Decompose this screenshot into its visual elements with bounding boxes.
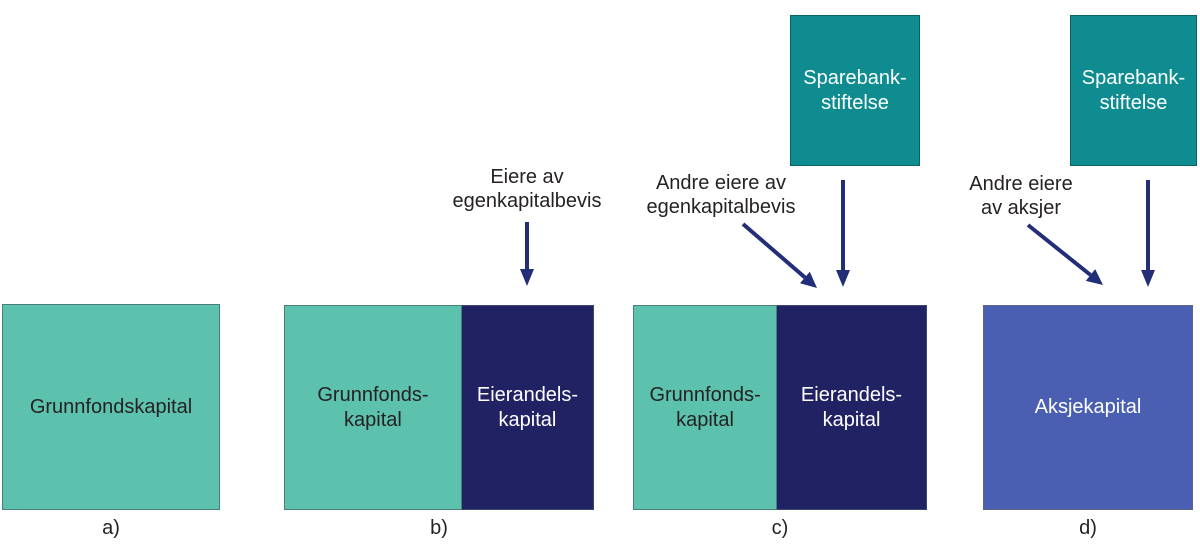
panel-label-d: d) xyxy=(1079,517,1097,539)
capital-box-c: Grunnfonds- kapital Eierandels- kapital xyxy=(633,305,927,510)
capital-box-b: Grunnfonds- kapital Eierandels- kapital xyxy=(284,305,594,510)
eierandelskapital-half-c: Eierandels- kapital xyxy=(777,305,927,510)
sparebankstiftelse-box-c: Sparebank- stiftelse xyxy=(790,15,920,166)
annotation-andre-eiere-av-egenkapitalbevis: Andre eiere av egenkapitalbevis xyxy=(646,172,796,218)
panel-label-c: c) xyxy=(771,517,789,539)
aksjekapital-box-d: Aksjekapital xyxy=(983,305,1193,510)
arrow-down-icon-c xyxy=(836,180,850,287)
eierandelskapital-label: Eierandels- kapital xyxy=(800,383,903,431)
panel-label-a: a) xyxy=(102,517,120,539)
sparebankstiftelse-box-d: Sparebank- stiftelse xyxy=(1070,15,1197,166)
grunnfondskapital-label: Grunnfonds- kapital xyxy=(649,383,761,431)
annotation-eiere-av-egenkapitalbevis: Eiere av egenkapitalbevis xyxy=(452,166,602,212)
grunnfondskapital-half-c: Grunnfonds- kapital xyxy=(633,305,778,510)
sparebankstiftelse-label: Sparebank- stiftelse xyxy=(1081,66,1186,114)
sparebankstiftelse-label: Sparebank- stiftelse xyxy=(803,66,907,114)
grunnfondskapital-box-a: Grunnfondskapital xyxy=(2,304,220,510)
arrow-diagonal-icon-d xyxy=(1026,223,1103,285)
aksjekapital-label: Aksjekapital xyxy=(1034,396,1142,418)
arrow-down-icon-b xyxy=(520,222,534,286)
eierandelskapital-half-b: Eierandels- kapital xyxy=(461,305,594,510)
arrow-down-icon-d xyxy=(1141,180,1155,287)
arrow-diagonal-icon-c xyxy=(741,222,817,288)
annotation-andre-eiere-av-aksjer: Andre eiere av aksjer xyxy=(969,173,1073,219)
grunnfondskapital-label: Grunnfonds- kapital xyxy=(317,383,429,431)
grunnfondskapital-label: Grunnfondskapital xyxy=(29,395,193,418)
panel-label-b: b) xyxy=(430,517,448,539)
grunnfondskapital-half-b: Grunnfonds- kapital xyxy=(284,305,462,510)
eierandelskapital-label: Eierandels- kapital xyxy=(476,383,579,431)
